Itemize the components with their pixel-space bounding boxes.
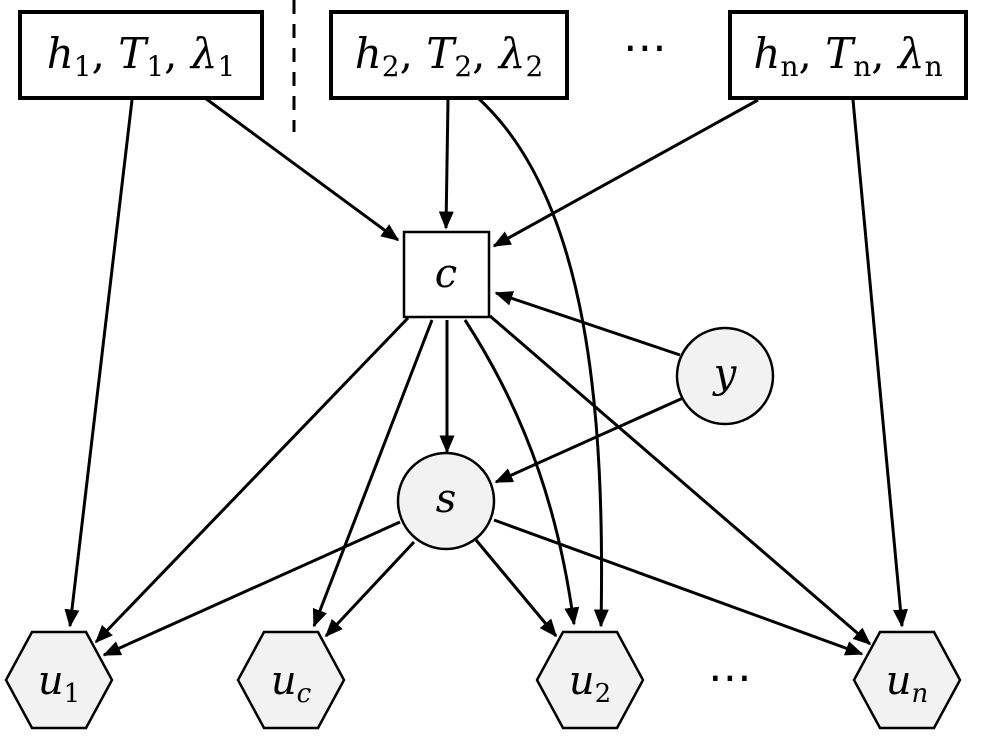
param-1-T: T bbox=[118, 29, 149, 78]
bottom-ellipsis: ⋯ bbox=[708, 652, 752, 703]
param-box-n: hn, Tn, λn bbox=[728, 10, 968, 100]
param-2-lambda-sub: 2 bbox=[525, 50, 543, 83]
edge-c-u2 bbox=[463, 319, 580, 626]
output-u2-sub: 2 bbox=[595, 679, 612, 709]
param-1-T-sub: 1 bbox=[146, 50, 164, 83]
svg-text:uc: uc bbox=[271, 658, 312, 709]
param-n-h-sub: n bbox=[780, 50, 798, 83]
param-n-T-sub: n bbox=[853, 50, 871, 83]
edge-s-u1 bbox=[102, 520, 401, 657]
param-1-h: h bbox=[47, 29, 74, 78]
output-uc-sub: c bbox=[297, 679, 312, 709]
edge-pn-un bbox=[851, 99, 908, 628]
param-n-lambda-sub: n bbox=[925, 50, 943, 83]
node-s-label: s bbox=[436, 476, 457, 522]
param-1-lambda-sub: 1 bbox=[217, 50, 235, 83]
edge-pn-c bbox=[492, 98, 759, 248]
param-n-T: T bbox=[825, 29, 856, 78]
edge-s-uc bbox=[324, 540, 416, 638]
top-ellipsis: ⋯ bbox=[623, 22, 667, 73]
output-un-base: u bbox=[886, 658, 912, 704]
param-2-T-sub: 2 bbox=[454, 50, 472, 83]
param-2-lambda: λ bbox=[497, 29, 526, 78]
output-u1-sub: 1 bbox=[64, 679, 81, 709]
svg-text:h1, T1, λ1: h1, T1, λ1 bbox=[47, 29, 236, 83]
param-box-1: h1, T1, λ1 bbox=[18, 10, 264, 100]
edge-s-u2 bbox=[474, 539, 558, 638]
output-u1-base: u bbox=[38, 658, 64, 704]
edge-p1-u1 bbox=[64, 99, 134, 628]
svg-text:hn, Tn, λn: hn, Tn, λn bbox=[753, 29, 942, 83]
node-c-label: c bbox=[435, 251, 457, 297]
edge-y-s bbox=[494, 396, 684, 484]
param-n-lambda: λ bbox=[896, 29, 925, 78]
node-s: s bbox=[396, 451, 496, 551]
node-y-label: y bbox=[712, 351, 738, 397]
output-u2-base: u bbox=[569, 658, 595, 704]
param-box-2: h2, T2, λ2 bbox=[329, 10, 569, 100]
param-1-lambda: λ bbox=[189, 29, 218, 78]
edge-p2-c bbox=[438, 99, 454, 230]
output-u2: u2 bbox=[535, 630, 645, 730]
param-2-h-sub: 2 bbox=[382, 50, 400, 83]
param-1-h-sub: 1 bbox=[74, 50, 92, 83]
edge-c-un bbox=[489, 314, 872, 646]
edge-p1-c bbox=[204, 96, 400, 242]
edge-c-u1 bbox=[94, 316, 410, 644]
svg-text:h2, T2, λ2: h2, T2, λ2 bbox=[355, 29, 544, 83]
param-2-h: h bbox=[355, 29, 382, 78]
node-c: c bbox=[402, 230, 491, 319]
output-uc-base: u bbox=[271, 658, 297, 704]
edge-s-un bbox=[493, 518, 864, 656]
edge-c-uc bbox=[312, 319, 434, 628]
edge-y-c bbox=[494, 291, 681, 357]
output-un: un bbox=[852, 630, 962, 730]
edges bbox=[64, 96, 908, 657]
node-y: y bbox=[675, 326, 775, 426]
param-n-h: h bbox=[753, 29, 780, 78]
output-un-sub: n bbox=[912, 679, 929, 709]
svg-text:u1: u1 bbox=[38, 658, 80, 709]
output-u1: u1 bbox=[4, 630, 114, 730]
svg-text:u2: u2 bbox=[569, 658, 611, 709]
svg-text:un: un bbox=[886, 658, 929, 709]
edge-p2-u2 bbox=[476, 96, 609, 628]
param-2-T: T bbox=[426, 29, 457, 78]
output-uc: uc bbox=[236, 630, 346, 730]
